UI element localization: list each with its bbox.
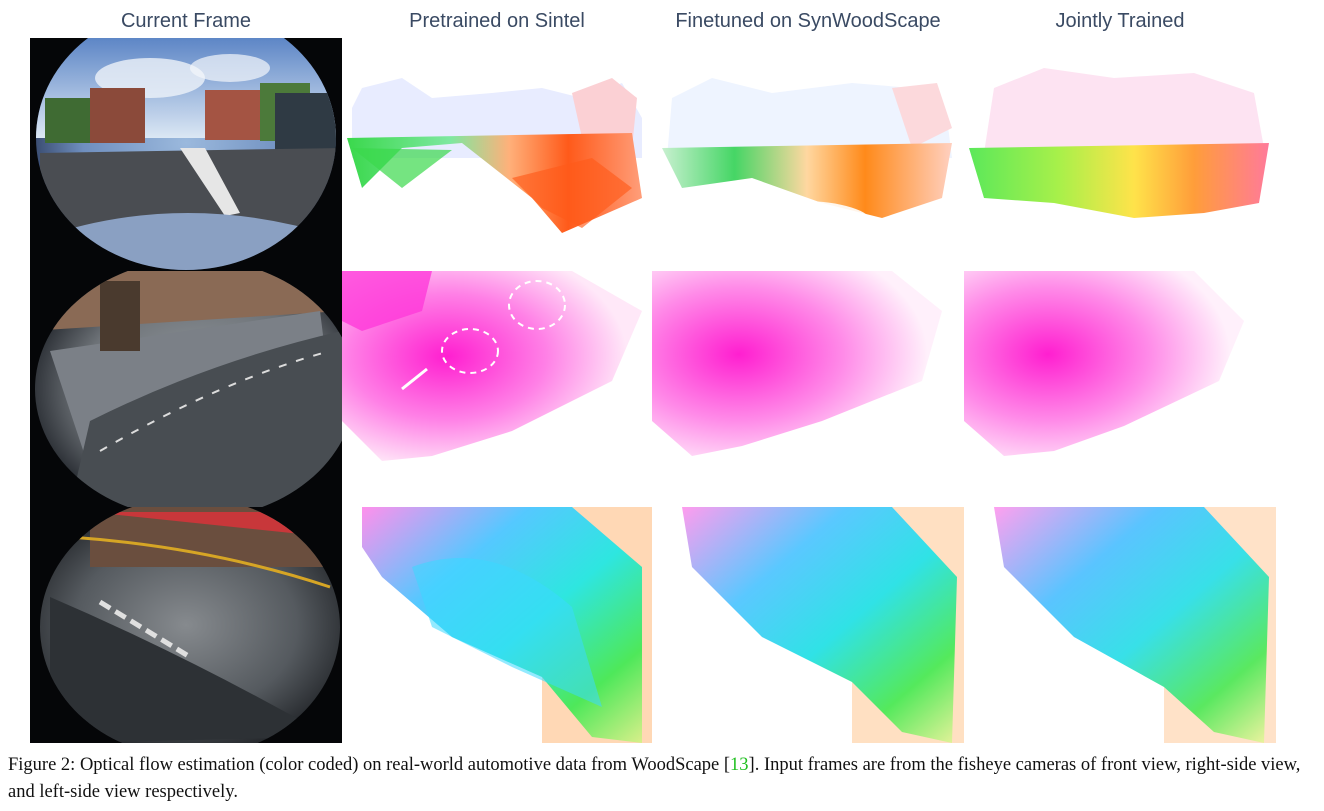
column-title-finetuned-synwoodscape: Finetuned on SynWoodScape xyxy=(675,10,941,32)
citation-link[interactable]: 13 xyxy=(730,755,749,775)
front-view-flow-pretrained xyxy=(342,38,652,271)
right-side-view-flow-joint xyxy=(964,271,1276,507)
right-side-view-flow-finetuned xyxy=(652,271,964,507)
front-view-camera-frame xyxy=(30,38,342,271)
caption-suffix: ]. Input frames are from the fisheye cam… xyxy=(8,755,1301,802)
right-side-view-camera-frame xyxy=(30,271,342,507)
column-title-jointly-trained: Jointly Trained xyxy=(1055,10,1185,32)
left-side-view-flow-finetuned xyxy=(652,507,964,743)
caption-prefix: Figure 2: Optical flow estimation (color… xyxy=(8,755,731,775)
column-title-current-frame: Current Frame xyxy=(120,10,252,32)
front-view-flow-finetuned xyxy=(652,38,964,271)
right-side-view-flow-pretrained xyxy=(342,271,652,507)
left-side-view-flow-joint xyxy=(964,507,1276,743)
left-side-view-flow-pretrained xyxy=(342,507,652,743)
left-side-view-camera-frame xyxy=(30,507,342,743)
column-title-pretrained-sintel: Pretrained on Sintel xyxy=(409,10,585,32)
front-view-flow-joint xyxy=(964,38,1276,271)
figure-caption: Figure 2: Optical flow estimation (color… xyxy=(8,752,1318,806)
